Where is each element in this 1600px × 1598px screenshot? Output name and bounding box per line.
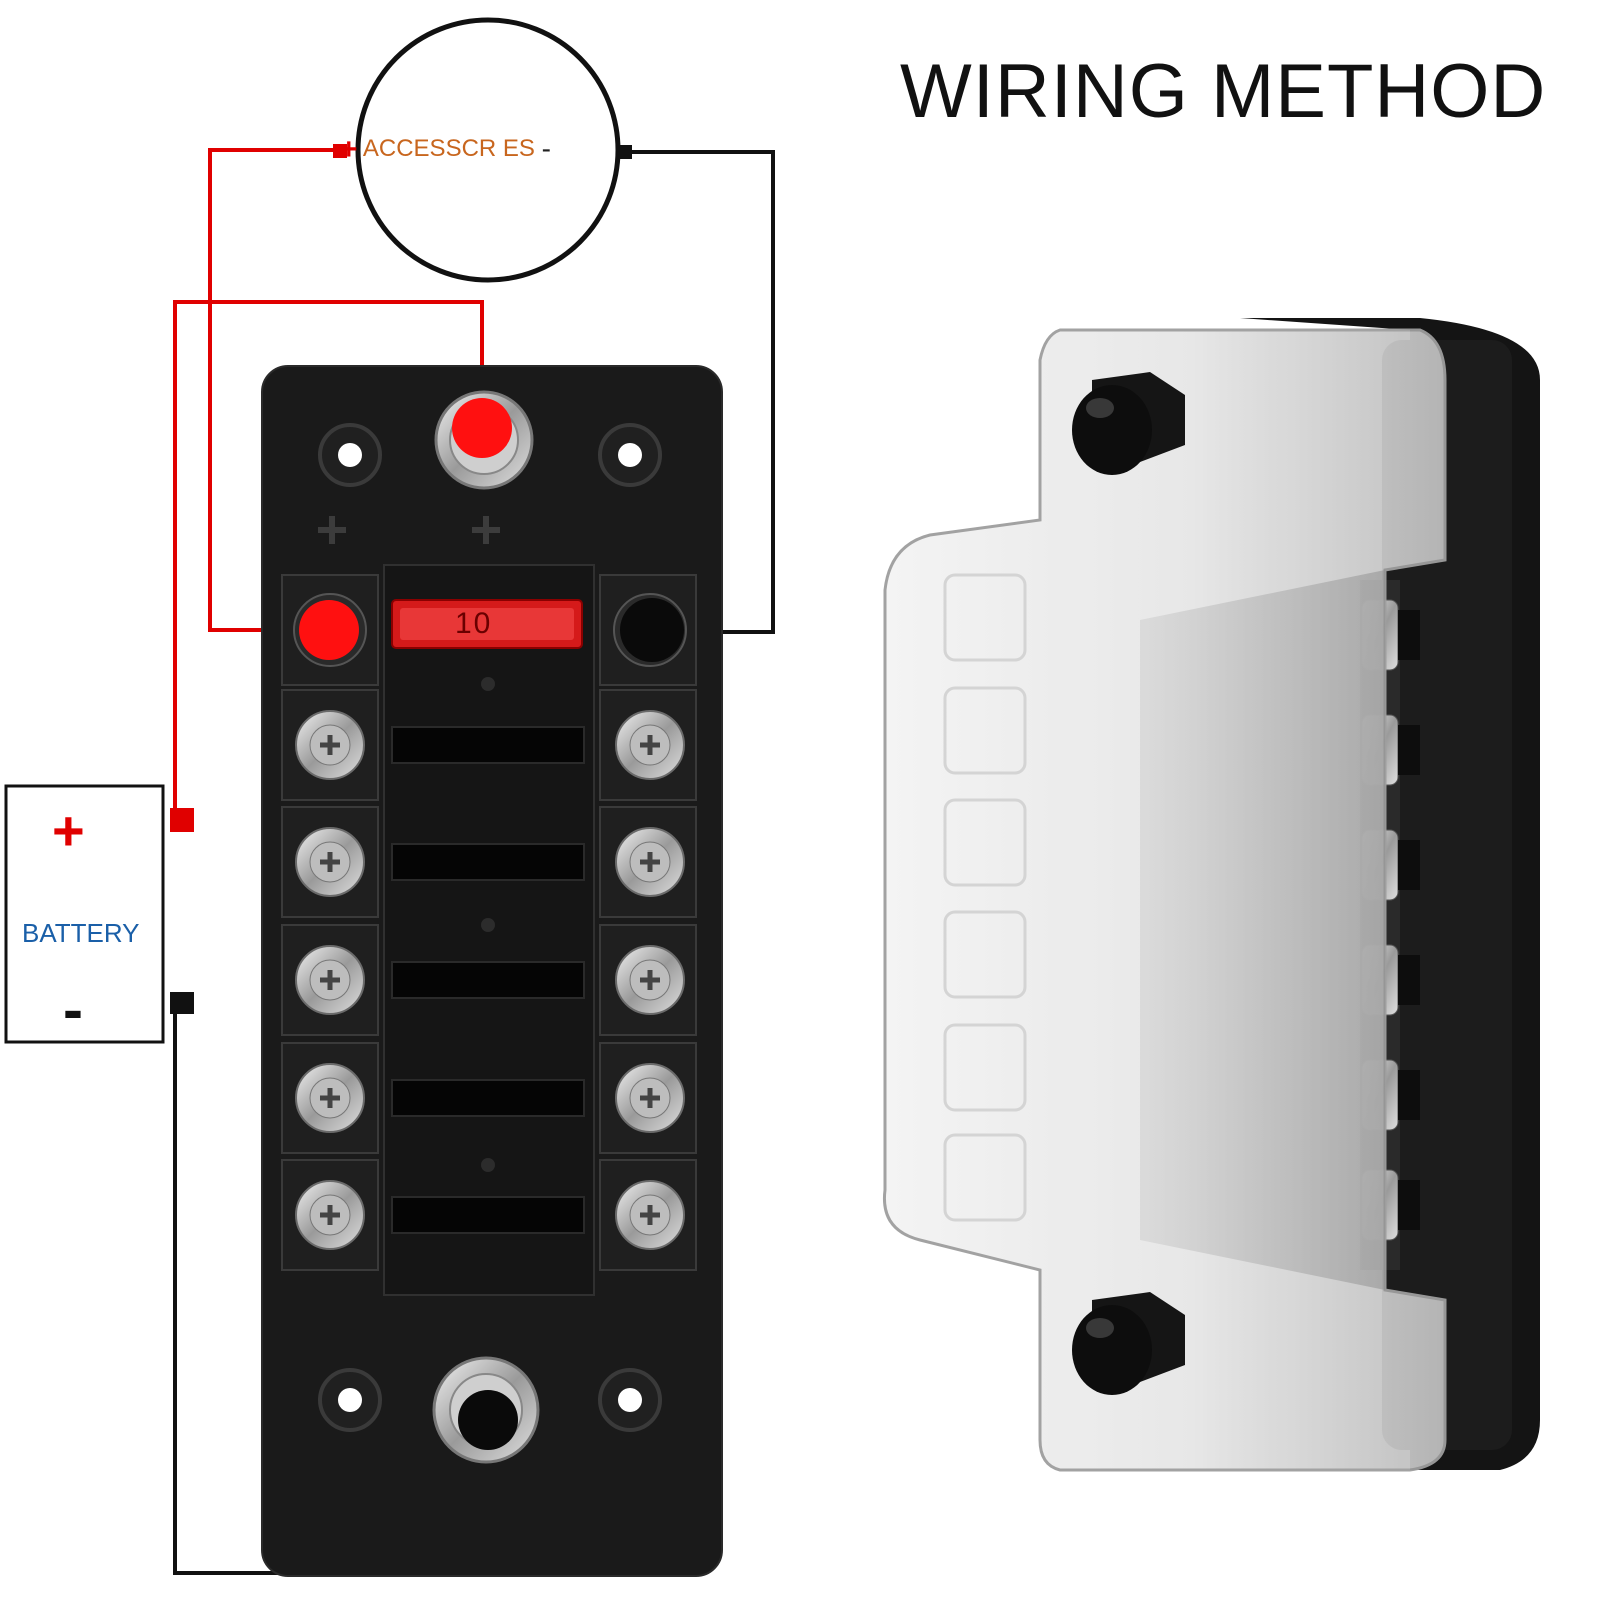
accessory-positive-terminal	[333, 144, 347, 158]
accessories-minus: -	[541, 133, 551, 164]
bottom-nut	[1072, 1292, 1185, 1395]
page-title: WIRING METHOD	[900, 49, 1547, 134]
accessories-text: ACCESSCR ES	[362, 135, 535, 162]
battery-box	[4, 784, 165, 1044]
positive-stud-marker	[452, 398, 512, 458]
fuse-rating-label: 10	[455, 607, 493, 640]
fuse-block-cover-view	[882, 318, 1540, 1472]
top-nut	[1072, 372, 1185, 475]
fuse-10a	[391, 599, 583, 649]
accessories-plus: +	[340, 133, 358, 166]
battery-label: BATTERY	[22, 918, 140, 948]
fuse-slot	[391, 843, 585, 881]
fuse-input-marker	[299, 600, 359, 660]
battery-positive-terminal	[170, 808, 194, 832]
fuse-slot	[391, 1196, 585, 1234]
fuse-output-marker	[620, 598, 684, 662]
fuse-slot	[391, 1079, 585, 1117]
accessory-negative-terminal	[618, 145, 632, 159]
battery-minus-sign: -	[63, 976, 83, 1043]
fuse-slot	[391, 726, 585, 764]
fuse-slot	[391, 961, 585, 999]
accessories-label: + ACCESSCR ES -	[340, 133, 551, 167]
negative-stud-marker	[458, 1390, 518, 1450]
battery-plus-sign: +	[52, 799, 85, 862]
fuse-block-top-view	[261, 365, 723, 1577]
battery-negative-terminal	[170, 992, 194, 1014]
